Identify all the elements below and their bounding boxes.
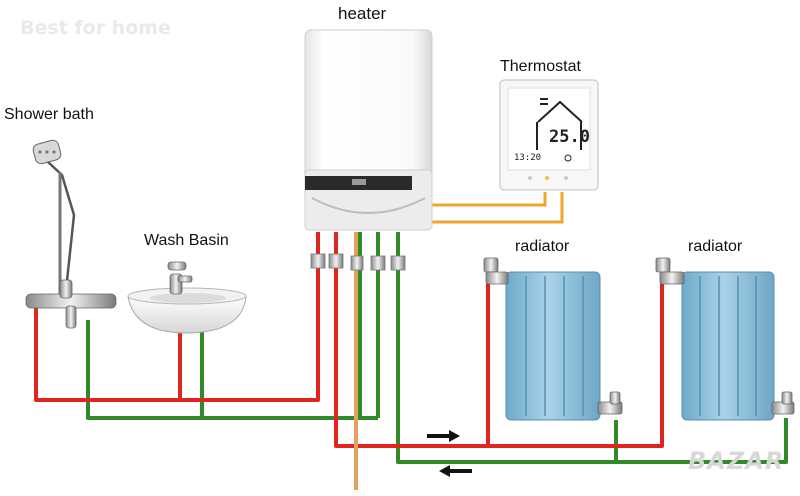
watermark-bottom: BAZAR <box>688 447 785 475</box>
thermostat-unit <box>499 79 599 191</box>
heater-valves <box>310 253 406 271</box>
radiator-left <box>505 271 601 421</box>
faucet-icon <box>167 261 193 295</box>
wash-basin <box>127 287 247 334</box>
thermostat-time: 13:20 <box>514 153 542 163</box>
heater-unit <box>304 29 433 231</box>
radiator-right-valves <box>655 257 795 415</box>
radiator-label-left: radiator <box>515 238 570 255</box>
return-pipes <box>86 232 788 464</box>
shower-label: Shower bath <box>4 106 94 123</box>
basin-label: Wash Basin <box>144 232 229 249</box>
radiator-left-valves <box>483 257 623 415</box>
thermostat-temperature: 25.0 <box>549 127 590 147</box>
shower-head-icon <box>32 139 76 300</box>
thermostat-wires <box>432 192 564 224</box>
shower-mixer <box>25 279 117 329</box>
radiator-label-right: radiator <box>688 238 743 255</box>
heater-label: heater <box>338 4 387 23</box>
flow-direction-arrow-icon <box>427 430 472 477</box>
thermostat-label: Thermostat <box>500 58 581 75</box>
radiator-right <box>681 271 775 421</box>
watermark-top: Best for home <box>20 17 171 39</box>
